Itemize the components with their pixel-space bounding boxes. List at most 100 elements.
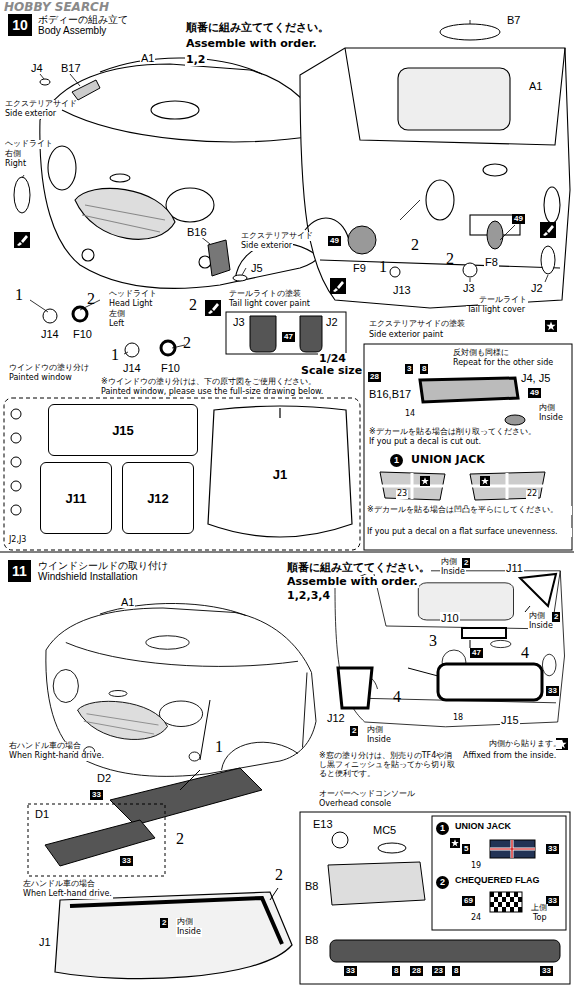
heading-text: UNION JACK bbox=[454, 822, 512, 832]
note-text: J2,J3 bbox=[8, 536, 27, 545]
window-j12 bbox=[338, 668, 372, 708]
drawing-circle bbox=[43, 309, 57, 323]
node-label: 11 bbox=[12, 563, 27, 579]
order-number: 1 bbox=[378, 258, 388, 276]
leader-lines bbox=[270, 888, 278, 900]
step-heading: Windshield Installation bbox=[38, 571, 138, 582]
drawing-circle bbox=[11, 409, 21, 419]
window-shape: J1 bbox=[206, 404, 354, 544]
note-text: ※窓の塗り分けは、別売りのTF4や消し黒フィニッシュを貼ってから切り取ると便利で… bbox=[318, 752, 458, 778]
note-text: Tail light cover bbox=[466, 306, 526, 315]
order-number: 2 bbox=[86, 290, 96, 308]
drawing-rect bbox=[498, 902, 502, 907]
drawing-path bbox=[72, 80, 100, 100]
note-text: If you put a decal is cut out. bbox=[368, 438, 482, 447]
part-label: D1 bbox=[34, 808, 50, 820]
part-label: J13 bbox=[392, 284, 412, 296]
leader-lines bbox=[22, 20, 548, 354]
note-text: Inside bbox=[366, 736, 392, 745]
part-label: J4, J5 bbox=[520, 372, 551, 384]
drawing-use bbox=[14, 232, 30, 248]
paint-code: 33 bbox=[90, 790, 103, 800]
drawing-circle bbox=[11, 505, 21, 515]
drawing-circle bbox=[11, 433, 21, 443]
b8-strip bbox=[330, 940, 560, 962]
note-text: 左側 bbox=[108, 310, 126, 319]
decal-number: 1 bbox=[436, 822, 449, 835]
paint-code: 5 bbox=[462, 844, 470, 854]
paint-code: 33 bbox=[546, 686, 559, 696]
note-text: 内側 bbox=[366, 726, 384, 735]
note-text: Affixed from the inside. bbox=[462, 752, 557, 761]
drawing-rect bbox=[510, 907, 514, 912]
paint-code: 23 bbox=[432, 966, 445, 976]
step-heading: ウインドシールドの取り付け bbox=[38, 559, 168, 573]
paint-code: 28 bbox=[410, 966, 423, 976]
order-number: 1 bbox=[14, 286, 24, 304]
step-heading: ボディーの組み立て bbox=[38, 13, 128, 27]
drawing-circle bbox=[390, 267, 400, 277]
decal-panel bbox=[432, 816, 566, 930]
part-label: B16 bbox=[186, 226, 208, 238]
drawing-use bbox=[46, 603, 316, 776]
paint-code: 28 bbox=[368, 372, 381, 382]
note-text: 右ハンドル車の場合 bbox=[8, 742, 82, 751]
paint-box bbox=[226, 312, 346, 354]
order-number: 2 bbox=[410, 236, 420, 254]
decal-number: 2 bbox=[436, 876, 449, 889]
chequered-flag bbox=[490, 892, 522, 912]
heading-text: Assemble with order. bbox=[185, 38, 318, 50]
divider bbox=[0, 552, 574, 553]
note-text: Side exterior bbox=[240, 242, 293, 251]
note-text: ※デカールを貼る場合は凹凸を平らにしてください。 bbox=[366, 506, 572, 515]
paint-code: 2 bbox=[462, 558, 470, 568]
paint-code: 8 bbox=[452, 966, 460, 976]
note-text: Painted window bbox=[8, 374, 73, 383]
note-text: Tail light cover paint bbox=[228, 300, 311, 309]
note-text: Inside bbox=[176, 928, 202, 937]
drawing-use bbox=[205, 300, 221, 316]
paint-code: 47 bbox=[470, 648, 483, 658]
note-text: エクステリアサイドの塗装 bbox=[368, 320, 466, 329]
paint-code: 2 bbox=[552, 612, 560, 622]
part-label: A1 bbox=[528, 80, 543, 92]
decal-number: 1 bbox=[390, 454, 403, 467]
note-text: 内側 bbox=[528, 612, 546, 621]
note-text: ウインドウの塗り分け bbox=[8, 364, 90, 373]
part-label: F10 bbox=[72, 328, 93, 340]
drawing-use bbox=[300, 48, 570, 308]
heading-text: 順番に組み立ててください。 bbox=[185, 22, 330, 34]
part-label: J3 bbox=[232, 316, 246, 328]
part-label: J14 bbox=[40, 328, 60, 340]
part-label: F10 bbox=[160, 362, 181, 374]
window-shape: J11 bbox=[40, 462, 112, 534]
note-text: 左ハンドル車の場合 bbox=[22, 880, 96, 889]
union-flag bbox=[490, 840, 535, 858]
note-text: オーバーヘッドコンソール bbox=[318, 790, 416, 799]
note-text: 14 bbox=[404, 410, 416, 419]
part-b8 bbox=[328, 862, 425, 905]
paint-code: 49 bbox=[528, 388, 541, 398]
part-label: J12 bbox=[326, 712, 346, 724]
union-jack-part bbox=[380, 472, 545, 500]
part-label: J1 bbox=[38, 936, 52, 948]
note-text: 右側 bbox=[4, 150, 22, 159]
drawing-use bbox=[480, 476, 490, 486]
note-text: エクステリアサイド bbox=[240, 232, 314, 241]
drawing-circle bbox=[11, 457, 21, 467]
node-label: J11 bbox=[66, 491, 87, 506]
note-text: ヘッドライト bbox=[108, 290, 158, 299]
note-text: 内側から貼ります。 bbox=[488, 740, 562, 749]
drawing-ellipse bbox=[440, 24, 500, 40]
drawing-use bbox=[335, 571, 565, 727]
part-e13 bbox=[332, 832, 348, 848]
cowl-d1 bbox=[45, 820, 155, 866]
window-marks bbox=[11, 409, 21, 515]
paint-code: 33 bbox=[546, 844, 559, 854]
heading-text: 順番に組み立ててください。 bbox=[286, 562, 431, 574]
note-text: Painted window, please use the full-size… bbox=[100, 388, 324, 397]
drawing-circle bbox=[125, 343, 139, 357]
node-label: J12 bbox=[147, 491, 169, 506]
drawing-rect bbox=[494, 897, 498, 902]
